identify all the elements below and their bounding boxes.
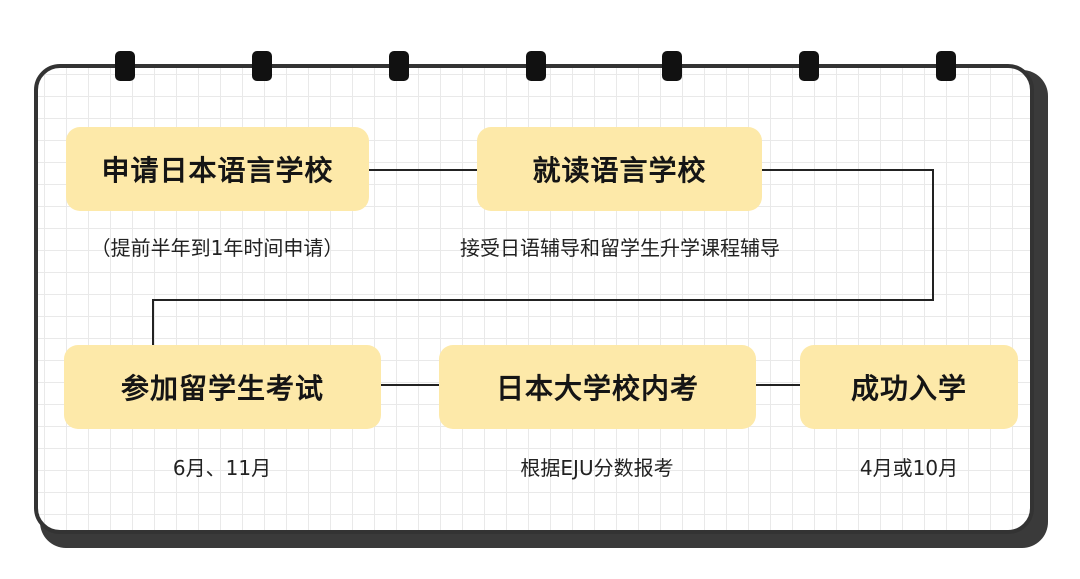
- step-box-university-exam: 日本大学校内考: [439, 345, 756, 429]
- binder-ring: [389, 51, 409, 81]
- connector-2-3: [152, 169, 934, 345]
- step-note-language-tutoring: 接受日语辅导和留学生升学课程辅导: [460, 236, 780, 260]
- binder-ring: [115, 51, 135, 81]
- binder-ring: [252, 51, 272, 81]
- step-note-enrollment-months: 4月或10月: [859, 456, 959, 480]
- step-box-enrollment: 成功入学: [800, 345, 1018, 429]
- binder-ring: [799, 51, 819, 81]
- binder-ring: [936, 51, 956, 81]
- step-note-apply-timing: （提前半年到1年时间申请）: [90, 236, 344, 260]
- step-box-eju-exam: 参加留学生考试: [64, 345, 381, 429]
- binder-ring: [662, 51, 682, 81]
- step-box-attend-language-school: 就读语言学校: [477, 127, 762, 211]
- step-note-eju-score: 根据EJU分数报考: [520, 456, 674, 480]
- step-box-apply-language-school: 申请日本语言学校: [66, 127, 369, 211]
- binder-ring: [526, 51, 546, 81]
- step-note-exam-months: 6月、11月: [172, 456, 272, 480]
